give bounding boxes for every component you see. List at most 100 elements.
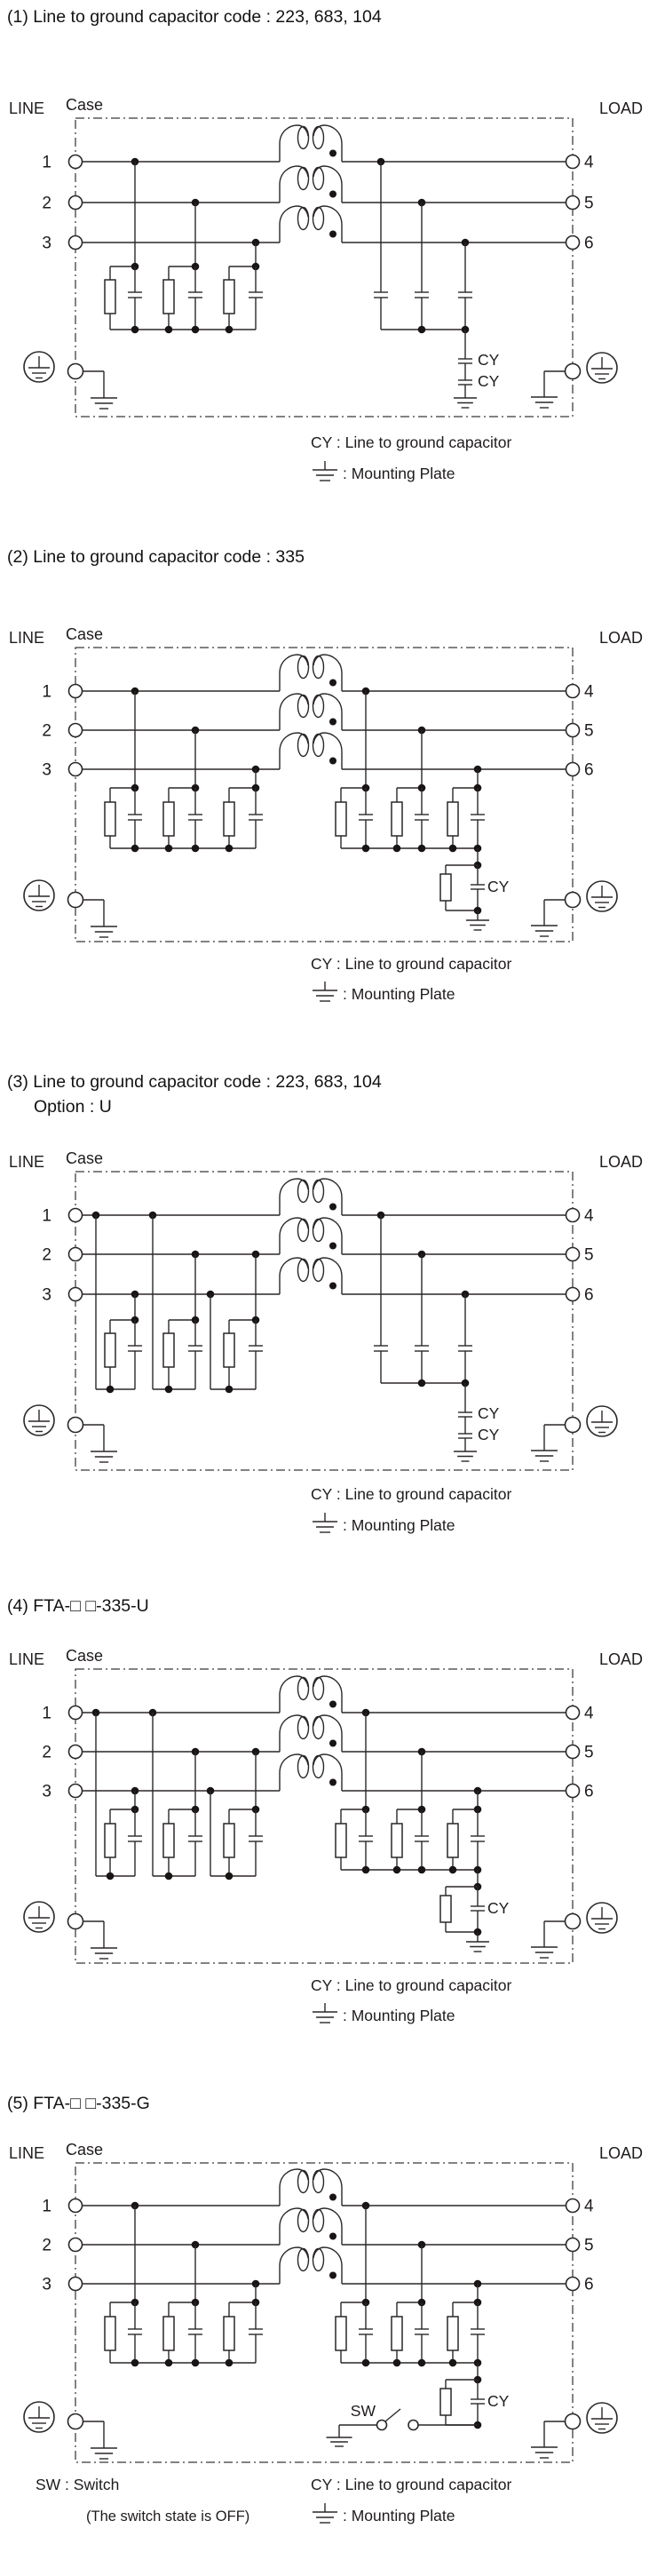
- line-terminal: [67, 761, 83, 777]
- junction-dot: [392, 844, 401, 853]
- terminal-number: 2: [42, 195, 51, 213]
- inductor-coil: [279, 693, 309, 713]
- inductor-coil: [297, 1179, 310, 1204]
- case-border: [75, 117, 574, 417]
- load-side-label: LOAD: [599, 1153, 643, 1171]
- phase-dot: [329, 190, 336, 198]
- load-terminal: [565, 2276, 581, 2292]
- terminal-number: 1: [42, 154, 51, 172]
- junction-dot: [191, 2358, 200, 2367]
- cy-capacitor-label: CY: [478, 1404, 500, 1422]
- legend-cy-text: CY : Line to ground capacitor: [311, 955, 512, 973]
- inductor-coil: [313, 732, 343, 752]
- ground-terminal: [564, 891, 582, 909]
- line-terminal: [67, 2237, 83, 2253]
- resistor: [439, 2388, 452, 2416]
- case-border: [75, 1171, 574, 1471]
- inductor-coil: [312, 1258, 325, 1283]
- legend-plate-text: : Mounting Plate: [343, 985, 455, 1003]
- terminal-number: 4: [584, 154, 594, 172]
- circuit-diagram-3: (3) Line to ground capacitor code : 223,…: [7, 1072, 643, 1534]
- inductor-coil: [297, 1754, 310, 1779]
- resistor: [104, 801, 116, 837]
- terminal-number: 5: [584, 1246, 594, 1265]
- switch-label: SW: [351, 2402, 376, 2420]
- inductor-coil: [313, 1178, 343, 1198]
- inductor-coil: [297, 1715, 310, 1740]
- legend-plate-text: : Mounting Plate: [343, 2507, 455, 2524]
- phase-dot: [329, 1778, 336, 1786]
- ground-terminal: [67, 2413, 84, 2430]
- legend-switch-note: (The switch state is OFF): [86, 2508, 249, 2524]
- inductor-coil: [279, 2207, 309, 2228]
- junction-dot: [164, 1872, 173, 1880]
- cy-capacitor-label: CY: [478, 351, 500, 369]
- line-side-label: LINE: [9, 629, 44, 647]
- inductor-coil: [312, 694, 325, 719]
- terminal-number: 2: [42, 2237, 51, 2255]
- junction-dot: [164, 2358, 173, 2367]
- inductor-coil: [312, 166, 325, 191]
- inductor-coil: [313, 654, 343, 674]
- terminal-number: 5: [584, 722, 594, 741]
- section-title: (5) FTA-□ □-335-G: [7, 2094, 150, 2113]
- switch-contact: [408, 2419, 419, 2431]
- resistor: [391, 2316, 403, 2351]
- terminal-number: 6: [584, 1783, 594, 1801]
- load-terminal: [565, 761, 581, 777]
- junction-dot: [131, 2358, 139, 2367]
- inductor-coil: [297, 125, 310, 150]
- junction-dot: [361, 844, 370, 853]
- case-label: Case: [66, 96, 103, 114]
- resistor: [447, 2316, 459, 2351]
- terminal-number: 3: [42, 235, 51, 253]
- case-label: Case: [66, 2141, 103, 2159]
- junction-dot: [106, 1872, 115, 1880]
- terminal-number: 5: [584, 2237, 594, 2255]
- junction-dot: [417, 1379, 426, 1387]
- ground-terminal: [564, 1416, 582, 1434]
- inductor-coil: [297, 2247, 310, 2272]
- line-side-label: LINE: [9, 99, 44, 117]
- resistor: [104, 1332, 116, 1368]
- terminal-number: 2: [42, 722, 51, 741]
- case-border: [75, 647, 574, 942]
- phase-dot: [329, 149, 336, 157]
- junction-dot: [191, 844, 200, 853]
- line-terminal: [67, 195, 83, 211]
- inductor-coil: [313, 693, 343, 713]
- terminal-number: 6: [584, 235, 594, 253]
- inductor-coil: [297, 2169, 310, 2194]
- case-border: [75, 1668, 574, 1964]
- inductor-coil: [279, 205, 309, 226]
- case-label: Case: [66, 1149, 103, 1167]
- phase-dot: [329, 1242, 336, 1250]
- switch-lever: [384, 2408, 401, 2422]
- phase-dot: [329, 2271, 336, 2279]
- resistor: [162, 1332, 175, 1368]
- terminal-number: 4: [584, 1207, 594, 1226]
- inductor-coil: [297, 1258, 310, 1283]
- ground-terminal: [564, 362, 582, 380]
- load-terminal: [565, 2198, 581, 2214]
- inductor-coil: [313, 2246, 343, 2267]
- junction-dot: [417, 1865, 426, 1874]
- terminal-number: 1: [42, 2198, 51, 2216]
- terminal-number: 3: [42, 1286, 51, 1305]
- line-terminal: [67, 154, 83, 170]
- junction-dot: [131, 844, 139, 853]
- junction-dot: [361, 2358, 370, 2367]
- phase-dot: [329, 757, 336, 765]
- resistor: [104, 1823, 116, 1858]
- inductor-coil: [312, 125, 325, 150]
- line-terminal: [67, 1207, 83, 1223]
- line-terminal: [67, 1783, 83, 1799]
- terminal-number: 3: [42, 2276, 51, 2294]
- ground-terminal: [67, 891, 84, 909]
- inductor-coil: [312, 2169, 325, 2194]
- cy-capacitor-label: CY: [478, 1426, 500, 1443]
- cy-capacitor-label: CY: [478, 372, 500, 390]
